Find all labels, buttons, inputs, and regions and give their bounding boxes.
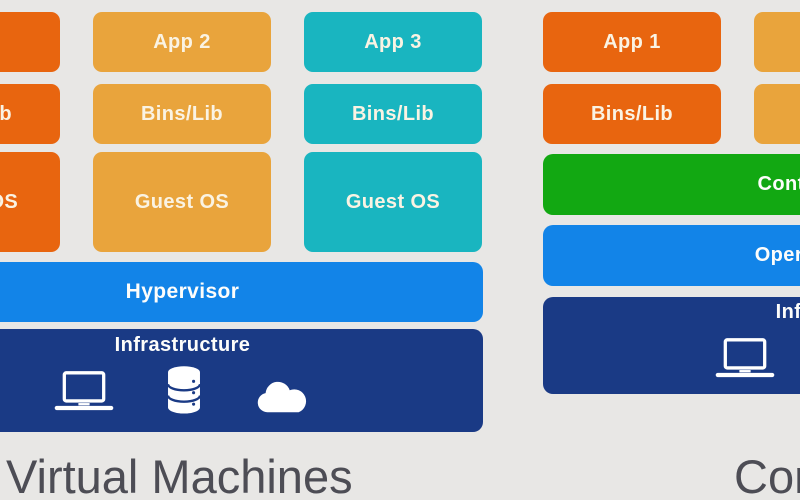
vm-bins3-box: Bins/Lib <box>304 84 482 144</box>
laptop-icon <box>53 370 115 415</box>
ct-bins2-box: Bins/Lib <box>754 84 800 144</box>
ct-bins1-label: Bins/Lib <box>590 102 674 125</box>
vm-app1-box: App 1 <box>0 12 60 72</box>
cloud-icon <box>253 380 313 415</box>
vm-infrastructure-icons <box>53 365 313 415</box>
vm-bins1-box: Bins/Lib <box>0 84 60 144</box>
vm-app3-box: App 3 <box>304 12 482 72</box>
vm-caption: Virtual Machines <box>6 450 353 500</box>
vm-infrastructure-label: Infrastructure <box>114 334 251 356</box>
vm-guestos2-box: Guest OS <box>93 152 271 252</box>
vm-bins3-label: Bins/Lib <box>351 102 435 125</box>
vm-bins2-label: Bins/Lib <box>140 102 224 125</box>
container-engine-label: Container Engine <box>757 173 800 195</box>
laptop-icon <box>714 337 776 382</box>
vm-guestos1-box: Guest OS <box>0 152 60 252</box>
container-engine-bar: Container Engine <box>543 154 800 215</box>
vm-guestos1-label: Guest OS <box>0 190 19 213</box>
ct-app2-box: App 2 <box>754 12 800 72</box>
vm-app2-label: App 2 <box>153 30 211 53</box>
hypervisor-bar: Hypervisor <box>0 262 483 322</box>
ct-bins1-box: Bins/Lib <box>543 84 721 144</box>
vm-app3-label: App 3 <box>364 30 422 53</box>
vm-infrastructure-bar: Infrastructure <box>0 329 483 432</box>
database-icon <box>163 365 205 415</box>
vm-guestos3-label: Guest OS <box>345 190 441 213</box>
vm-guestos3-box: Guest OS <box>304 152 482 252</box>
ct-infrastructure-icons <box>714 332 800 382</box>
operating-system-bar: Operating System <box>543 225 800 286</box>
vm-app2-box: App 2 <box>93 12 271 72</box>
ct-infrastructure-label: Infrastructure <box>775 301 800 323</box>
vm-guestos2-label: Guest OS <box>134 190 230 213</box>
ct-infrastructure-bar: Infrastructure <box>543 297 800 394</box>
vm-bins2-box: Bins/Lib <box>93 84 271 144</box>
hypervisor-label: Hypervisor <box>125 280 240 303</box>
vm-bins1-label: Bins/Lib <box>0 102 13 125</box>
operating-system-label: Operating System <box>754 244 800 266</box>
ct-app1-box: App 1 <box>543 12 721 72</box>
containers-caption: Containers <box>734 450 800 500</box>
ct-app1-label: App 1 <box>603 30 661 53</box>
